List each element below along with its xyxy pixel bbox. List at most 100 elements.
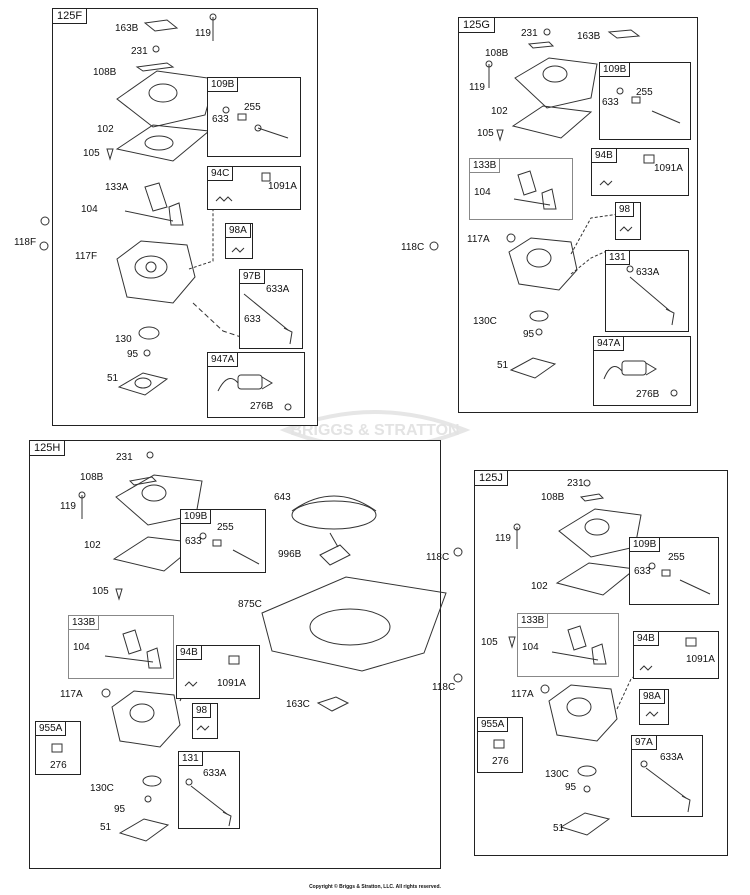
label-95: 95: [523, 329, 535, 340]
part-133A-float: [144, 182, 168, 212]
part-231: [152, 45, 160, 53]
label-104: 104: [81, 204, 98, 215]
label-105: 105: [92, 586, 109, 597]
subbox-133B: 133B 104: [68, 615, 174, 679]
label-119: 119: [195, 28, 211, 39]
label-51: 51: [107, 373, 119, 384]
subbox-109B-tag: 109B: [181, 510, 212, 524]
label-104: 104: [522, 642, 539, 653]
subbox-98-tag: 98: [193, 704, 212, 718]
label-117A: 117A: [60, 689, 83, 700]
subbox-109B: 109B 633 255: [180, 509, 266, 573]
label-102: 102: [531, 581, 548, 592]
label-276B: 276B: [636, 389, 660, 400]
label-1091A: 1091A: [217, 678, 246, 689]
subbox-94B: 94B 1091A: [591, 148, 689, 196]
label-105: 105: [481, 637, 498, 648]
label-51: 51: [553, 823, 565, 834]
panel-125H: 125H 231 108B 119 102: [29, 440, 447, 869]
label-102: 102: [97, 124, 114, 135]
label-130C: 130C: [545, 769, 569, 780]
label-119: 119: [495, 533, 511, 544]
label-102: 102: [84, 540, 101, 551]
label-105: 105: [83, 148, 100, 159]
label-1091A: 1091A: [686, 654, 715, 665]
subbox-94B-tag: 94B: [592, 149, 617, 163]
subbox-94C: 94C 1091A: [207, 166, 301, 210]
label-276: 276: [492, 756, 509, 767]
subbox-94B-tag: 94B: [177, 646, 202, 660]
subbox-109B: 109B 633 255: [207, 77, 301, 157]
label-633b: 633: [244, 314, 261, 325]
label-1091A: 1091A: [654, 163, 683, 174]
subbox-947A: 947A 276B: [593, 336, 691, 406]
part-875C-base: [261, 576, 447, 672]
label-633: 633: [185, 536, 202, 547]
label-95: 95: [127, 349, 139, 360]
label-231: 231: [116, 452, 133, 463]
part-upper-body: [116, 70, 216, 128]
subbox-947A: 947A 276B: [207, 352, 305, 418]
subbox-98A-tag: 98A: [640, 690, 665, 704]
part-carb-body: [116, 240, 196, 304]
label-51: 51: [497, 360, 509, 371]
label-130C: 130C: [473, 316, 497, 327]
subbox-133B: 133B 104: [517, 613, 619, 677]
label-133A: 133A: [105, 182, 129, 193]
label-108B: 108B: [80, 472, 104, 483]
label-95: 95: [114, 804, 126, 815]
subbox-109B-tag: 109B: [600, 63, 631, 77]
label-105: 105: [477, 128, 494, 139]
panel-125J: 125J 231 108B 119 102 105 117A 130C 95 5…: [474, 470, 728, 856]
label-255: 255: [244, 102, 261, 113]
label-633A: 633A: [203, 768, 227, 779]
subbox-131-tag: 131: [179, 752, 203, 766]
subbox-97B-tag: 97B: [240, 270, 265, 284]
label-255: 255: [636, 87, 653, 98]
label-117A: 117A: [511, 689, 534, 700]
label-231: 231: [131, 46, 148, 57]
subbox-133B-tag: 133B: [470, 159, 501, 173]
part-95: [143, 349, 151, 357]
part-643-filter: [291, 500, 377, 530]
subbox-955A: 955A 276: [35, 721, 81, 775]
subbox-131: 131 633A: [605, 250, 689, 332]
label-633A: 633A: [636, 267, 660, 278]
panel-125J-artwork: [508, 479, 646, 836]
subbox-133B-tag: 133B: [69, 616, 100, 630]
part-996B: [319, 544, 351, 566]
panel-125J-tag: 125J: [475, 471, 508, 486]
label-108B: 108B: [485, 48, 509, 59]
label-643: 643: [274, 492, 291, 503]
subbox-109B-tag: 109B: [208, 78, 239, 92]
subbox-955A-tag: 955A: [478, 718, 509, 732]
part-105: [106, 148, 114, 161]
label-104: 104: [73, 642, 90, 653]
label-276: 276: [50, 760, 67, 771]
label-108B: 108B: [541, 492, 565, 503]
part-163B-gasket: [143, 19, 179, 32]
label-117F: 117F: [75, 251, 98, 262]
label-231: 231: [521, 28, 538, 39]
label-51: 51: [100, 822, 112, 833]
label-1091A: 1091A: [268, 181, 297, 192]
part-163C: [316, 696, 350, 712]
label-163C: 163C: [286, 699, 310, 710]
label-633: 633: [602, 97, 619, 108]
subbox-97B: 97B 633A 633: [239, 269, 303, 349]
label-102: 102: [491, 106, 508, 117]
panel-125G-artwork: [485, 28, 641, 379]
label-875C: 875C: [238, 599, 262, 610]
subbox-98-tag: 98: [616, 203, 635, 217]
panel-125G-tag: 125G: [459, 18, 495, 33]
label-118C-a: 118C: [426, 552, 450, 563]
subbox-94B-tag: 94B: [634, 632, 659, 646]
subbox-98: 98: [615, 202, 641, 240]
subbox-131-tag: 131: [606, 251, 630, 265]
subbox-109B-tag: 109B: [630, 538, 661, 552]
subbox-94B: 94B 1091A: [633, 631, 719, 679]
label-633A: 633A: [266, 284, 290, 295]
subbox-94C-tag: 94C: [208, 167, 234, 181]
part-108B-gasket: [135, 62, 175, 72]
watermark-text: BRIGGS & STRATTON: [290, 422, 459, 439]
